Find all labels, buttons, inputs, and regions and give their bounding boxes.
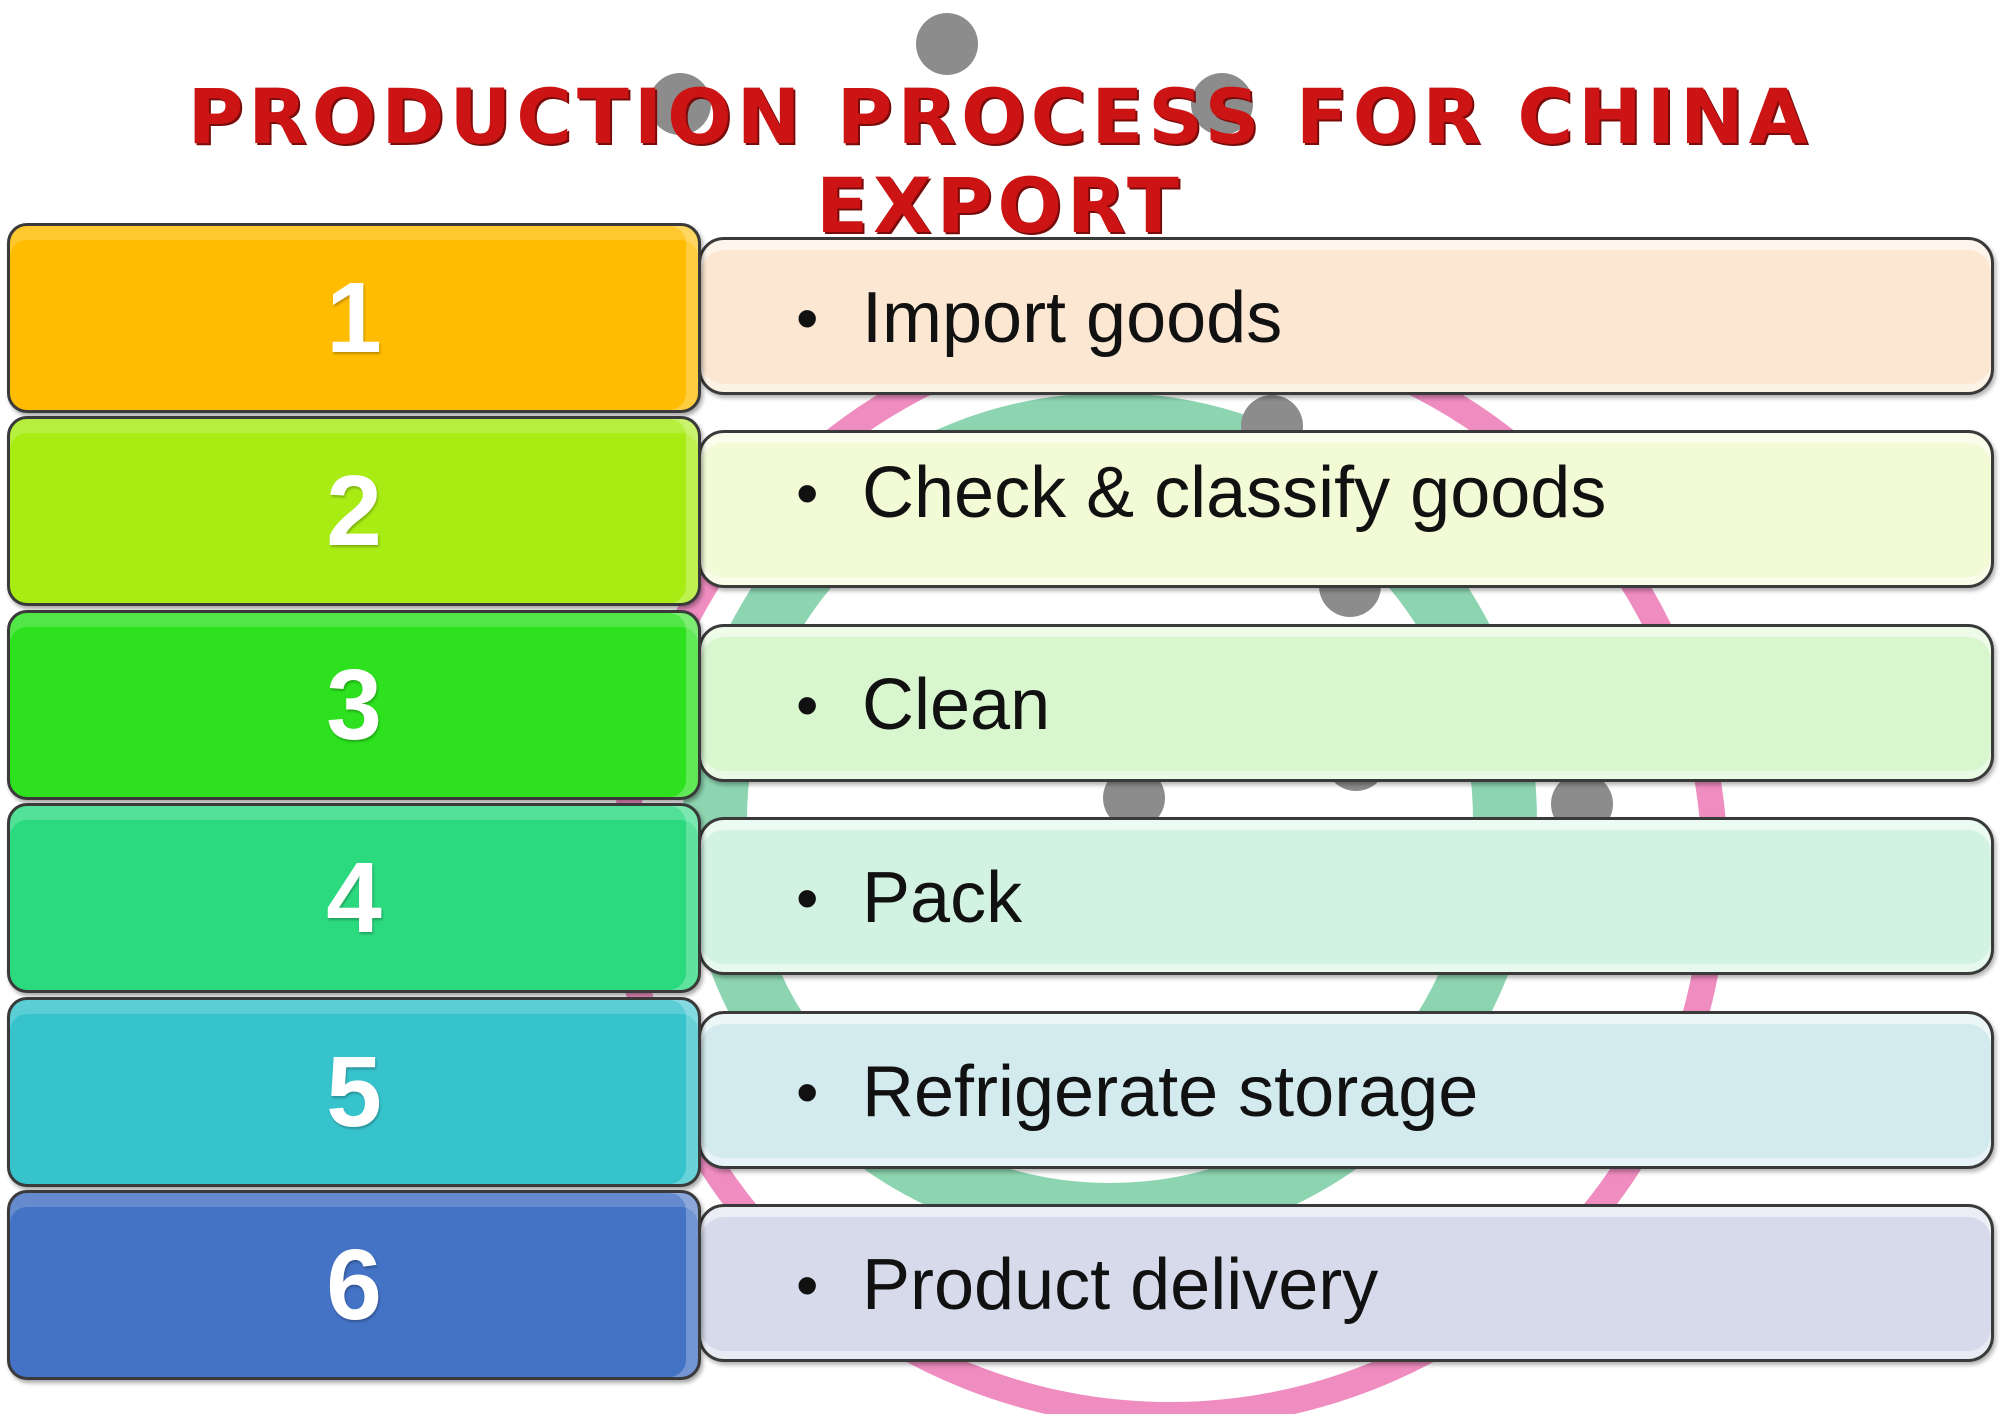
step-number-box: 3 — [7, 610, 701, 800]
background-dot — [916, 13, 978, 75]
step-number: 4 — [326, 841, 382, 954]
step-label: Import goods — [862, 278, 1283, 358]
step-number-box: 1 — [7, 223, 701, 413]
step-label-box — [698, 624, 1994, 782]
step-number: 5 — [326, 1035, 382, 1148]
step-row-4: 4 • Pack — [0, 803, 2000, 993]
step-number-box: 5 — [7, 997, 701, 1187]
step-label: Pack — [862, 858, 1023, 938]
step-label: Check & classify goods — [862, 453, 1607, 533]
step-label: Refrigerate storage — [862, 1052, 1479, 1132]
background-dot — [1191, 73, 1253, 135]
bullet-icon: • — [796, 282, 819, 354]
step-label: Product delivery — [862, 1245, 1379, 1325]
step-label-box — [698, 237, 1994, 395]
page-title: PRODUCTION PROCESS FOR CHINA EXPORT — [187, 72, 1813, 250]
step-label-box — [698, 1204, 1994, 1362]
step-row-5: 5 • Refrigerate storage — [0, 997, 2000, 1187]
background-dot — [1103, 767, 1165, 829]
bullet-icon: • — [796, 862, 819, 934]
step-row-3: 3 • Clean — [0, 610, 2000, 800]
step-label-box — [698, 430, 1994, 588]
background-dot — [649, 73, 711, 135]
step-row-6: 6 • Product delivery — [0, 1190, 2000, 1380]
step-label-box — [698, 817, 1994, 975]
step-number: 6 — [326, 1228, 382, 1341]
step-row-2: 2 • Check & classify goods — [0, 416, 2000, 606]
step-number: 2 — [326, 454, 382, 567]
step-label: Clean — [862, 665, 1051, 745]
step-number: 1 — [326, 261, 382, 374]
step-number: 3 — [326, 648, 382, 761]
bullet-icon: • — [796, 1056, 819, 1128]
step-number-box: 2 — [7, 416, 701, 606]
step-number-box: 4 — [7, 803, 701, 993]
bullet-icon: • — [796, 1249, 819, 1321]
bullet-icon: • — [796, 669, 819, 741]
step-row-1: 1 • Import goods — [0, 223, 2000, 413]
bullet-icon: • — [796, 457, 819, 529]
step-number-box: 6 — [7, 1190, 701, 1380]
